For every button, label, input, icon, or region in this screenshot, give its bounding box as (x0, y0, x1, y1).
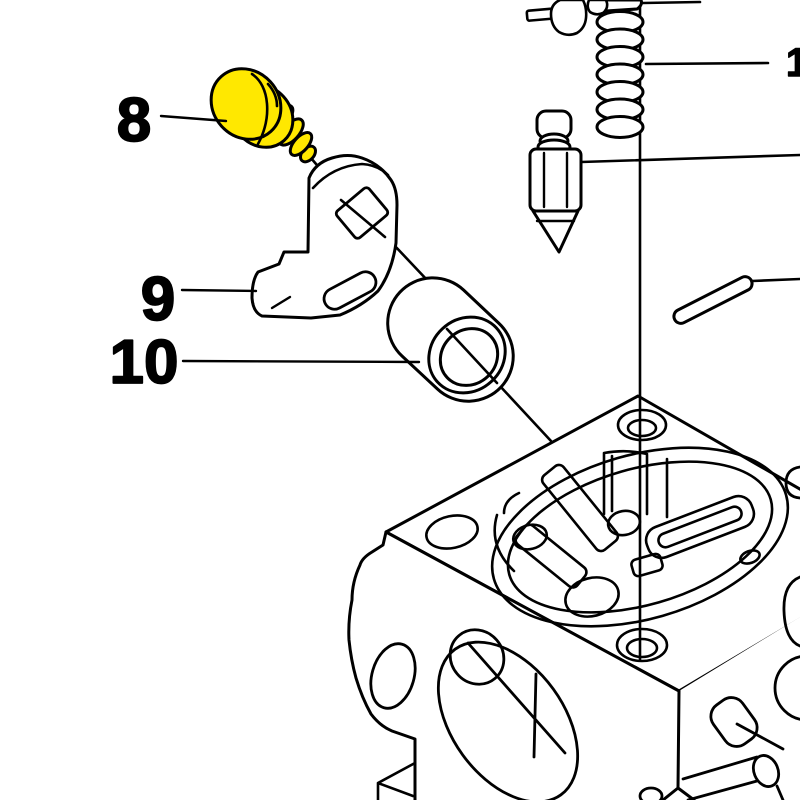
leader-line-10 (181, 359, 421, 364)
top-leader-line (641, 0, 702, 5)
callouts: 8 9 10 1 (109, 40, 800, 398)
leader-line-8 (159, 114, 228, 123)
front-face-details (369, 628, 580, 800)
diaphragm-chamber-inner (506, 460, 774, 614)
linkage-cutoff (525, 0, 609, 37)
side-port (709, 696, 759, 748)
callout-label-9: 9 (141, 265, 175, 334)
diaphragm-chamber-outer (490, 446, 790, 628)
lever-slot (322, 270, 378, 311)
body-right-face (678, 617, 800, 800)
metering-lever-arm (644, 494, 756, 560)
mount-hole (369, 642, 417, 710)
venturi-bore (436, 640, 580, 800)
right-face-details (638, 465, 800, 800)
pin-leader-line (750, 277, 800, 283)
leader-line-1 (644, 61, 770, 66)
leader-line-9 (180, 288, 258, 293)
adjustment-screw-highlighted (209, 67, 317, 164)
screw-hole-left (425, 514, 479, 550)
top-face-details (425, 408, 790, 663)
carburetor-body (347, 394, 800, 800)
metering-lever (250, 154, 399, 320)
needle-valve-leader-line (579, 153, 800, 164)
callout-label-8: 8 (117, 86, 151, 155)
body-front-face (349, 532, 690, 800)
needle-valve (528, 109, 583, 254)
bushing (386, 276, 515, 403)
spring (595, 0, 645, 139)
throttle-shaft-hole (448, 628, 506, 686)
pin (672, 275, 754, 325)
callout-label-1-clipped: 1 (786, 41, 800, 85)
callout-label-10: 10 (110, 328, 179, 397)
